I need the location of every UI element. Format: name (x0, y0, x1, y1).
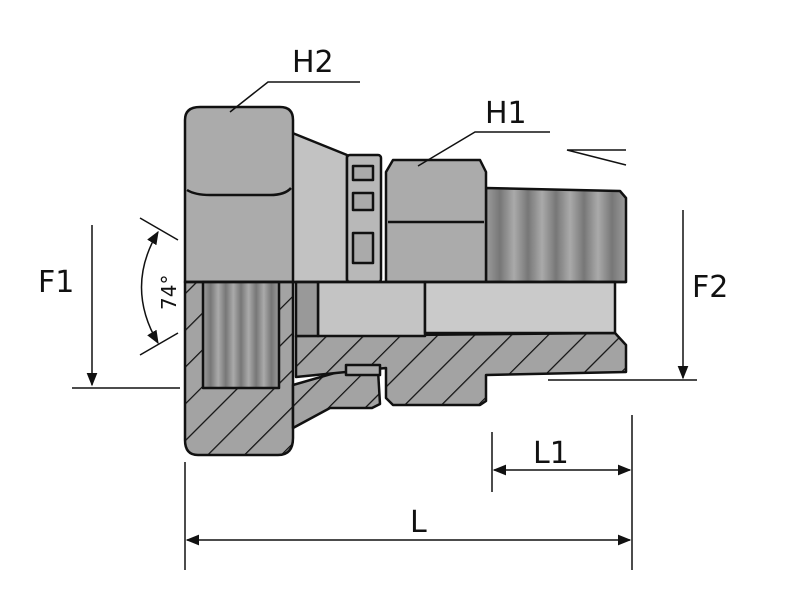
male-thread (484, 186, 628, 284)
label-angle: 74° (157, 275, 181, 310)
bore-left (316, 280, 427, 338)
label-l1: L1 (533, 436, 569, 471)
bore-right (423, 280, 617, 335)
label-f1: F1 (38, 265, 74, 300)
label-h1: H1 (485, 96, 527, 131)
h2-leader (229, 81, 360, 113)
label-l: L (410, 505, 427, 540)
cone-upper (288, 130, 349, 284)
angle-arc (140, 230, 159, 345)
taper-mark (566, 149, 627, 166)
h1-leader (417, 131, 550, 167)
label-h2: H2 (292, 45, 334, 80)
cone-section (291, 368, 382, 430)
female-thread (201, 280, 281, 390)
label-f2: F2 (692, 270, 728, 305)
